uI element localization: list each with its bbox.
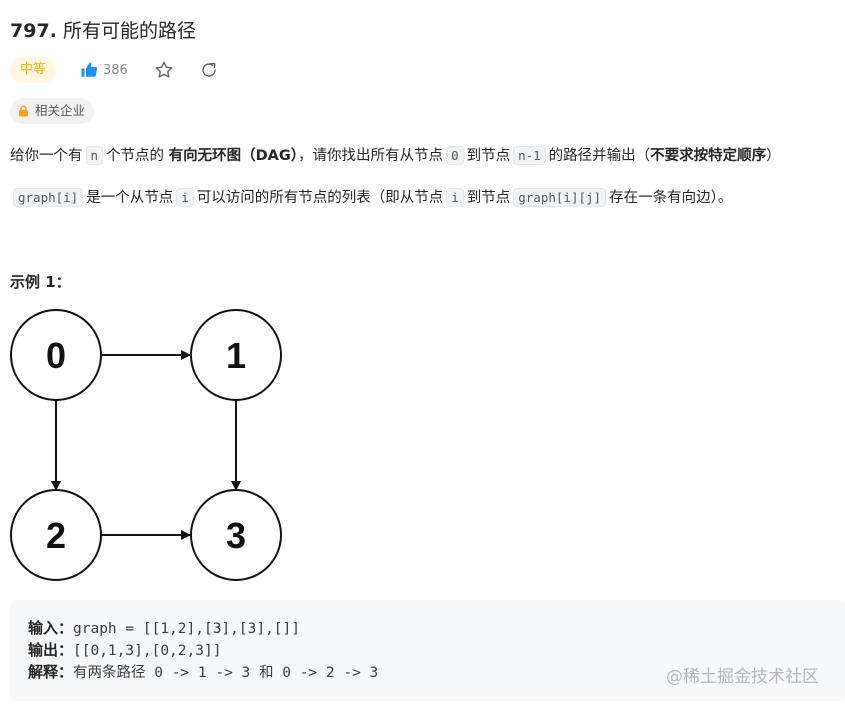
thumbs-up-icon [81, 62, 98, 77]
output-label: 输出： [28, 641, 74, 659]
graph-node-2: 2 [10, 489, 102, 581]
input-label: 输入： [28, 619, 74, 637]
inline-code: i [176, 188, 194, 207]
input-value: graph = [[1,2],[3],[3],[]] [73, 621, 300, 637]
problem-meta-bar: 中等 386 [10, 56, 218, 84]
desc-text: 存在一条有向边）。 [609, 190, 733, 206]
like-button[interactable]: 386 [80, 61, 128, 79]
node-label: 2 [46, 515, 66, 556]
problem-number: 797. [10, 20, 57, 42]
graph-node-0: 0 [10, 309, 102, 401]
like-count: 386 [103, 62, 128, 78]
output-value: [[0,1,3],[0,2,3]] [73, 643, 222, 659]
desc-text: 到节点 [466, 190, 511, 206]
company-tag-button[interactable]: 相关企业 [10, 98, 95, 124]
explain-value: 有两条路径 0 -> 1 -> 3 和 0 -> 2 -> 3 [73, 665, 379, 681]
desc-text: 个节点的 [106, 148, 165, 164]
desc-text: 到节点 [466, 148, 511, 164]
example-explain-line: 解释：有两条路径 0 -> 1 -> 3 和 0 -> 2 -> 3 [28, 661, 378, 682]
desc-text: 的路径并输出（ [548, 148, 651, 164]
desc-text: 是一个从节点 [86, 190, 174, 206]
desc-bold: 有向无环图（DAG） [168, 148, 299, 164]
inline-code: n-1 [513, 146, 546, 165]
node-label: 0 [46, 335, 66, 376]
watermark: @稀土掘金技术社区 [666, 667, 819, 687]
star-icon [155, 61, 173, 78]
share-icon [202, 62, 216, 77]
example-input-line: 输入：graph = [[1,2],[3],[3],[]] [28, 617, 300, 638]
desc-bold: 不要求按特定顺序 [650, 148, 767, 164]
inline-code: 0 [446, 146, 464, 165]
inline-code: graph[i][j] [513, 188, 607, 207]
explain-label: 解释： [28, 663, 74, 681]
graph-node-3: 3 [190, 489, 282, 581]
inline-code: graph[i] [13, 188, 84, 207]
favorite-button[interactable] [154, 60, 174, 80]
company-tag-label: 相关企业 [35, 103, 86, 118]
graph-node-1: 1 [190, 309, 282, 401]
example-title: 示例 1： [10, 273, 71, 291]
example-output-line: 输出：[[0,1,3],[0,2,3]] [28, 639, 221, 660]
lock-icon [18, 105, 29, 117]
inline-code: n [85, 146, 104, 165]
node-label: 1 [226, 335, 246, 376]
desc-text: 可以访问的所有节点的列表（即从节点 [196, 190, 444, 206]
problem-title: 797. 所有可能的路径 [10, 16, 196, 43]
problem-title-text: 所有可能的路径 [62, 20, 196, 42]
example-graph-diagram: 0 1 2 3 [10, 309, 282, 581]
example-io-block: 输入：graph = [[1,2],[3],[3],[]] 输出：[[0,1,3… [10, 600, 845, 701]
inline-code: i [446, 188, 464, 207]
node-label: 3 [226, 515, 246, 556]
desc-text: ） [766, 148, 781, 164]
desc-text: ，请你找出所有从节点 [298, 148, 444, 164]
desc-text: 给你一个有 [10, 148, 83, 164]
share-button[interactable] [200, 61, 218, 79]
difficulty-badge: 中等 [10, 57, 57, 83]
